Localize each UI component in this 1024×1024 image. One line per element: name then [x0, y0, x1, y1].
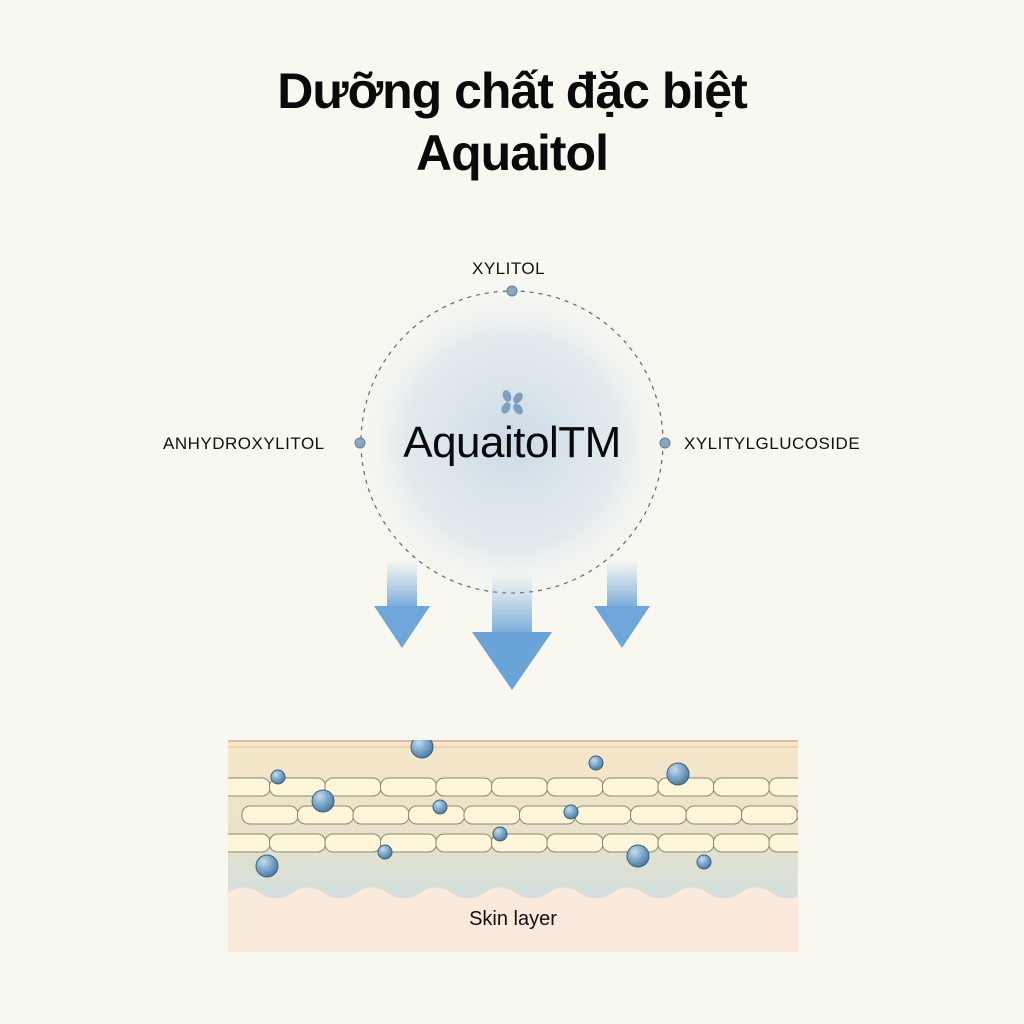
- skin-cell: [796, 809, 798, 821]
- aquaitol-droplet: [626, 844, 650, 868]
- node-anhydroxylitol: [354, 437, 366, 449]
- skin-cell: [657, 833, 715, 853]
- skin-cell: [685, 805, 743, 825]
- title-line-2: Aquaitol: [416, 125, 609, 181]
- skin-cell: [324, 833, 382, 853]
- aquaitol-glow: [337, 267, 687, 617]
- title-line-1: Dưỡng chất đặc biệt: [277, 63, 747, 119]
- aquaitol-droplet: [666, 762, 690, 786]
- skin-cell: [546, 777, 604, 797]
- skin-cell: [741, 805, 798, 825]
- skin-cell: [380, 777, 437, 797]
- skin-cell: [768, 777, 798, 797]
- skin-cell: [463, 805, 521, 825]
- skin-cell: [228, 833, 271, 853]
- node-xylitylglucoside: [659, 437, 671, 449]
- ingredient-label-anhydroxylitol: ANHYDROXYLITOL: [163, 434, 325, 453]
- aquaitol-droplet: [410, 740, 434, 759]
- aquaitol-droplet: [563, 804, 579, 820]
- ingredient-label-xylitylglucoside: XYLITYLGLUCOSIDE: [684, 434, 861, 453]
- aquaitol-droplet: [588, 755, 604, 771]
- node-xylitol: [506, 285, 518, 297]
- aquaitol-droplet: [696, 854, 712, 870]
- aquaitol-center-label: AquaitolTM: [403, 418, 621, 467]
- aquaitol-droplet: [255, 854, 279, 878]
- skin-cell: [435, 777, 493, 797]
- leaf-cluster-icon: [501, 390, 523, 415]
- skin-cell: [324, 777, 382, 797]
- ingredient-label-xylitol: XYLITOL: [472, 259, 546, 278]
- skin-cell: [574, 805, 632, 825]
- skin-layer-wave: [228, 887, 798, 952]
- skin-cell: [713, 833, 770, 853]
- arrow-center: [472, 575, 552, 690]
- page-title: Dưỡng chất đặc biệt Aquaitol: [0, 60, 1024, 184]
- skin-cell: [241, 805, 299, 825]
- aquaitol-droplet: [377, 844, 393, 860]
- aquaitol-droplet: [432, 799, 448, 815]
- aquaitol-droplet: [311, 789, 335, 813]
- skin-cell: [352, 805, 410, 825]
- skin-cross-section: [228, 740, 798, 952]
- skin-cell: [269, 833, 326, 853]
- arrow-right: [594, 560, 650, 648]
- skin-cell: [630, 805, 687, 825]
- skin-cell: [713, 777, 770, 797]
- skin-cell: [435, 833, 493, 853]
- aquaitol-droplet: [270, 769, 286, 785]
- skin-cell: [491, 777, 548, 797]
- aquaitol-droplet: [492, 826, 508, 842]
- skin-cell: [546, 833, 604, 853]
- skin-cell: [768, 833, 798, 853]
- skin-cell: [602, 777, 659, 797]
- arrow-left: [374, 560, 430, 648]
- skin-layer-label: Skin layer: [469, 908, 557, 930]
- skin-cell: [228, 777, 271, 797]
